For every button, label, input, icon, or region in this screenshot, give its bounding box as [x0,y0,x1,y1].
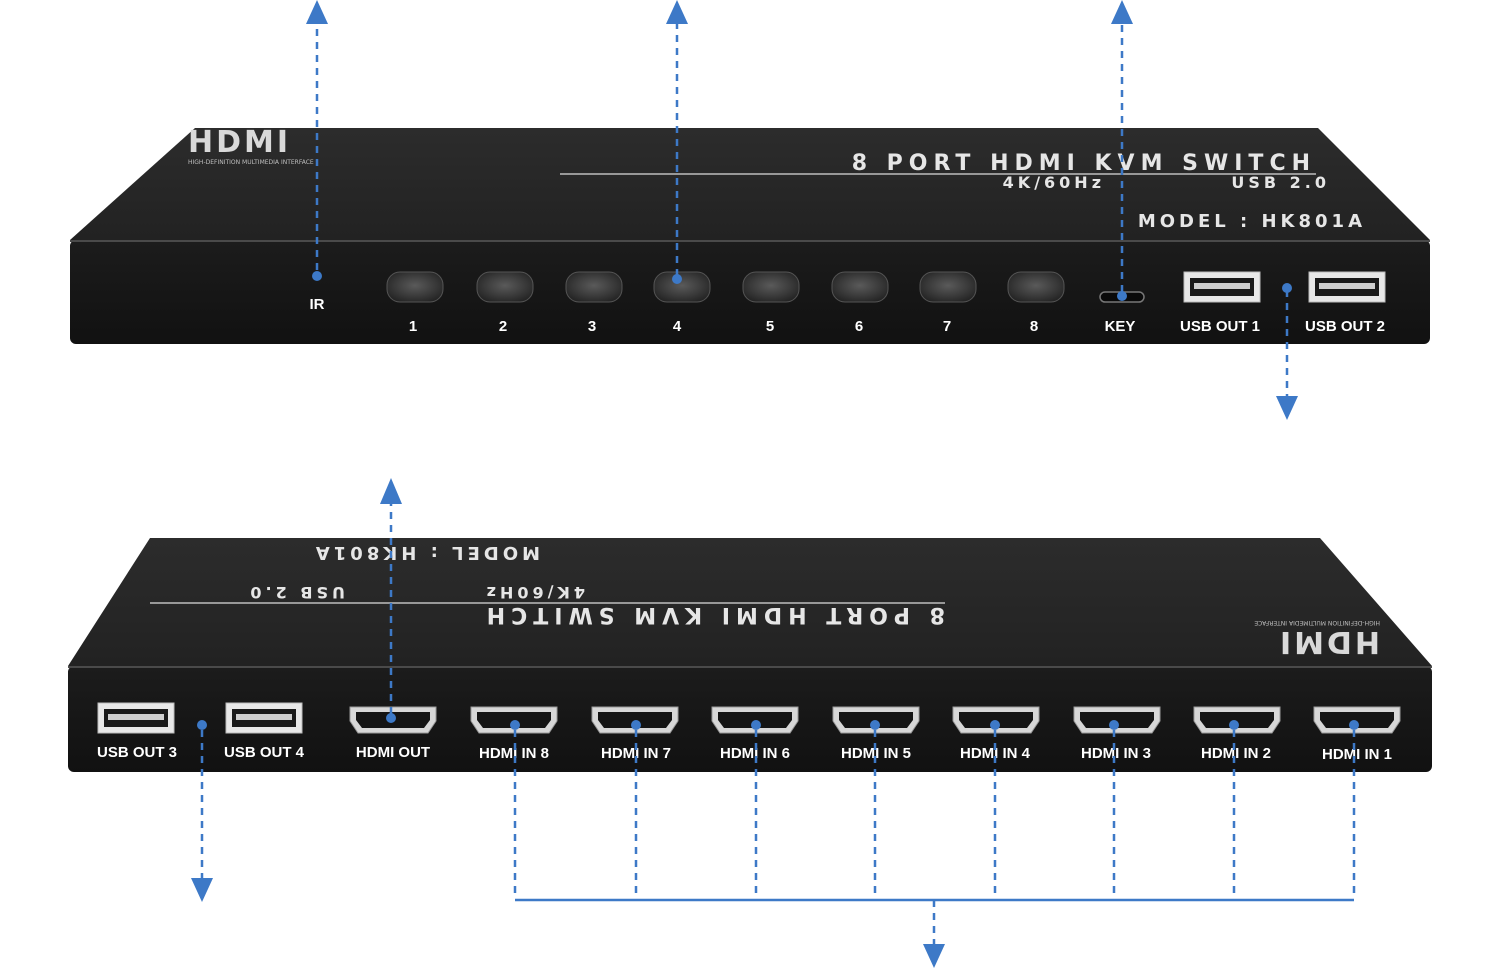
hdmi-in-3-port[interactable] [1073,706,1161,734]
hdmi-logo: HDMI [188,125,291,160]
hdmi-in-7-port[interactable] [591,706,679,734]
arrow-up-icon [306,0,328,24]
usb-out-1-port[interactable] [1183,271,1261,303]
hdmi-in-3-label: HDMI IN 3 [1081,745,1151,762]
arrow-up-icon [380,478,402,504]
arrow-down-icon [923,944,945,968]
hdmi-in-7-label: HDMI IN 7 [601,745,671,762]
select-button-2[interactable]: 2 [476,271,534,335]
button-label: 4 [673,318,682,335]
hdmi-in-5-label: HDMI IN 5 [841,745,911,762]
device-title: 8 PORT HDMI KVM SWITCH [852,151,1316,176]
select-button-1[interactable]: 1 [386,271,444,335]
hdmi-tagline-inverted: HIGH-DEFINITION MULTIMEDIA INTERFACE [1254,619,1380,626]
usb-out-2-port[interactable] [1308,271,1386,303]
hdmi-in-8-label: HDMI IN 8 [479,745,549,762]
button-label: 2 [499,318,507,335]
arrow-up-icon [1111,0,1133,24]
button-label: 5 [766,318,774,335]
ir-label: IR [310,296,325,313]
back-device-top-face [68,538,1432,666]
select-button-5[interactable]: 5 [742,271,800,335]
front-device-top-face [70,128,1430,240]
arrow-down-icon [1276,396,1298,420]
back-device: MODEL : HK801A USB 2.0 4K/60Hz 8 PORT HD… [68,538,1432,772]
select-button-3[interactable]: 3 [565,271,623,335]
usb-out-3-label: USB OUT 3 [97,744,177,761]
button-label: 1 [409,318,417,335]
arrow-down-icon [191,878,213,902]
hdmi-in-6-label: HDMI IN 6 [720,745,790,762]
hdmi-in-8-port[interactable] [470,706,558,734]
select-button-7[interactable]: 7 [919,271,977,335]
button-label: 3 [588,318,596,335]
hdmi-in-1-port[interactable] [1313,706,1401,734]
front-device: HDMI HIGH-DEFINITION MULTIMEDIA INTERFAC… [70,125,1430,344]
usb-out-2-label: USB OUT 2 [1305,318,1385,335]
hdmi-logo-inverted: HDMI [1277,624,1380,659]
button-label: 8 [1030,318,1038,335]
back-callouts [191,478,1359,968]
select-button-8[interactable]: 8 [1007,271,1065,335]
usb-out-1-label: USB OUT 1 [1180,318,1260,335]
hdmi-in-5-port[interactable] [832,706,920,734]
hdmi-in-4-port[interactable] [952,706,1040,734]
device-usb-spec: USB 2.0 [1231,173,1330,192]
hdmi-in-6-port[interactable] [711,706,799,734]
hdmi-tagline: HIGH-DEFINITION MULTIMEDIA INTERFACE [188,159,314,166]
arrow-up-icon [666,0,688,24]
usb-out-3-port[interactable] [97,702,175,734]
key-label: KEY [1105,318,1136,335]
hdmi-in-2-label: HDMI IN 2 [1201,745,1271,762]
device-specs-inverted: 4K/60Hz [483,583,585,602]
button-label: 6 [855,318,863,335]
front-callouts [306,0,1298,420]
device-usb-spec-inverted: USB 2.0 [246,583,345,602]
hdmi-out-label: HDMI OUT [356,744,430,761]
hdmi-in-2-port[interactable] [1193,706,1281,734]
hdmi-in-4-label: HDMI IN 4 [960,745,1031,762]
select-button-4[interactable]: 4 [653,271,711,335]
device-specs: 4K/60Hz [1003,173,1105,192]
usb-out-4-label: USB OUT 4 [224,744,305,761]
select-buttons: 1 2 3 4 5 6 7 [386,271,1065,335]
button-label: 7 [943,318,951,335]
device-title-inverted: 8 PORT HDMI KVM SWITCH [481,602,945,627]
usb-out-4-port[interactable] [225,702,303,734]
select-button-6[interactable]: 6 [831,271,889,335]
device-model: MODEL : HK801A [1138,211,1366,232]
device-model-inverted: MODEL : HK801A [312,542,540,563]
hdmi-in-1-label: HDMI IN 1 [1322,746,1392,763]
